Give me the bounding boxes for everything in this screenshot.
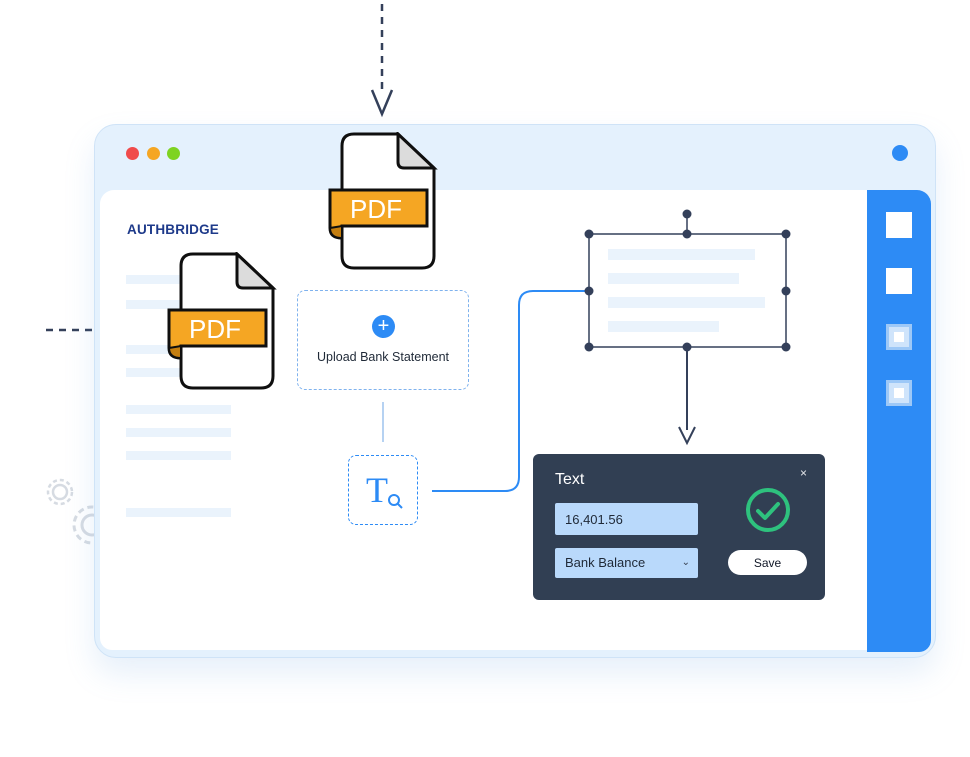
placeholder-line xyxy=(126,300,186,309)
save-button[interactable]: Save xyxy=(728,550,807,575)
extracted-value-input[interactable] xyxy=(555,503,698,535)
pdf-label: PDF xyxy=(189,314,241,344)
placeholder-line xyxy=(126,345,186,354)
placeholder-line xyxy=(126,368,186,377)
placeholder-line xyxy=(126,508,231,517)
right-toolbar xyxy=(867,190,931,652)
placeholder-line xyxy=(126,428,231,437)
placeholder-line xyxy=(126,275,186,284)
chevron-down-icon: ⌄ xyxy=(681,557,690,568)
minimize-window-dot[interactable] xyxy=(147,147,160,160)
upload-dropzone[interactable] xyxy=(297,290,469,390)
field-type-value: Bank Balance xyxy=(565,555,646,570)
check-circle-icon xyxy=(746,488,790,532)
plus-icon[interactable]: + xyxy=(372,315,395,338)
pdf-file-icon: PDF xyxy=(328,132,438,270)
brand-logo: AUTHBRIDGE xyxy=(127,222,219,237)
placeholder-line xyxy=(126,405,231,414)
gear-icon xyxy=(46,478,74,506)
toolbar-square-1[interactable] xyxy=(886,212,912,238)
placeholder-line xyxy=(126,451,231,460)
text-search-button[interactable]: T xyxy=(348,455,418,525)
pdf-label: PDF xyxy=(350,194,402,224)
document-text-line xyxy=(608,249,755,260)
close-icon[interactable]: × xyxy=(800,466,808,480)
document-text-line xyxy=(608,273,739,284)
field-type-select[interactable]: Bank Balance ⌄ xyxy=(555,548,698,578)
document-text-line xyxy=(608,297,765,308)
toolbar-square-2[interactable] xyxy=(886,268,912,294)
ocr-to-document-line xyxy=(432,290,589,492)
selection-handles xyxy=(584,209,791,352)
maximize-window-dot[interactable] xyxy=(167,147,180,160)
text-search-icon: T xyxy=(366,470,403,510)
pdf-file-icon: PDF xyxy=(167,252,277,390)
toolbar-square-4[interactable] xyxy=(886,380,912,406)
document-text-line xyxy=(608,321,719,332)
modal-title: Text xyxy=(555,471,585,488)
document-to-modal-arrow-head xyxy=(678,426,696,446)
upload-label: Upload Bank Statement xyxy=(316,350,450,364)
incoming-top-arrow-head xyxy=(370,89,394,118)
text-glyph: T xyxy=(366,470,388,510)
toolbar-square-3[interactable] xyxy=(886,324,912,350)
status-dot xyxy=(892,145,908,161)
close-window-dot[interactable] xyxy=(126,147,139,160)
